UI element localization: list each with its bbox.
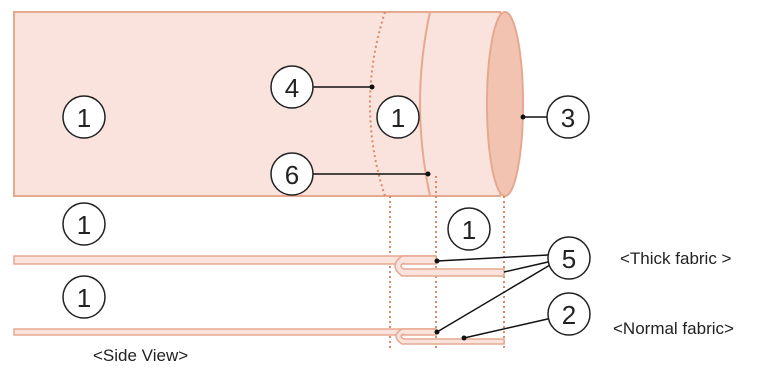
thick-fabric-strip (13, 255, 437, 265)
caption-side-view: <Side View> (93, 346, 188, 365)
svg-text:1: 1 (77, 283, 91, 313)
leader-2 (463, 317, 553, 339)
leader-5-thick-top (436, 254, 549, 262)
callout-1-mid-right: 1 (447, 207, 491, 251)
svg-text:6: 6 (285, 160, 299, 190)
svg-text:3: 3 (561, 103, 575, 133)
callout-1-lower-left: 1 (62, 275, 106, 319)
svg-text:1: 1 (77, 210, 91, 240)
callout-5: 5 (547, 236, 591, 280)
callout-1-top-left: 1 (62, 95, 106, 139)
leader-4-dot (369, 84, 375, 90)
callout-6: 6 (270, 152, 314, 196)
callout-1-top-cuff: 1 (376, 95, 420, 139)
normal-fabric-strip (13, 328, 437, 336)
svg-text:4: 4 (285, 73, 299, 103)
leader-5-thick-bottom (503, 261, 549, 273)
callout-4: 4 (270, 65, 314, 109)
leader-5-dot-a (434, 258, 440, 264)
callout-3: 3 (546, 95, 590, 139)
leader-6-dot (425, 171, 431, 177)
svg-text:2: 2 (562, 300, 576, 330)
svg-text:1: 1 (77, 103, 91, 133)
normal-fabric-fold (395, 328, 505, 345)
leader-5-dot-b (434, 329, 440, 335)
callout-2: 2 (547, 292, 591, 336)
leader-3-dot (520, 114, 526, 120)
caption-thick-fabric: <Thick fabric > (620, 249, 732, 268)
svg-text:1: 1 (391, 103, 405, 133)
thick-fabric-fold (394, 255, 505, 277)
callout-1-mid-left: 1 (62, 202, 106, 246)
leader-5-normal (436, 264, 551, 333)
leader-2-dot (461, 335, 467, 341)
cuff-opening-ellipse (486, 11, 524, 197)
svg-text:1: 1 (462, 215, 476, 245)
caption-normal-fabric: <Normal fabric> (613, 319, 734, 338)
svg-text:5: 5 (562, 244, 576, 274)
